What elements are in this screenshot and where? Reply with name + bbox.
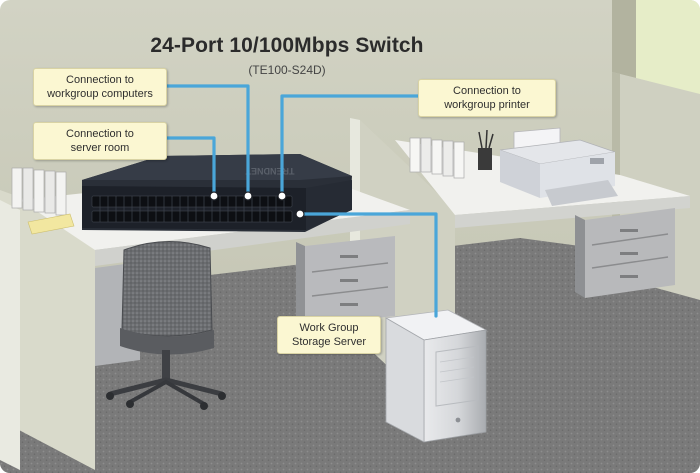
cable-workgroup-computers xyxy=(164,84,250,198)
diagram-title: 24-Port 10/100Mbps Switch xyxy=(150,34,424,57)
callout-line: workgroup printer xyxy=(444,99,530,111)
callout-line: Connection to xyxy=(66,128,134,140)
callout-line: server room xyxy=(70,142,130,154)
printer-icon xyxy=(499,127,618,206)
callout-storage-server: Work Group Storage Server xyxy=(277,316,381,354)
tower-server-icon xyxy=(384,309,488,443)
binders-icon xyxy=(11,167,75,235)
callout-workgroup-printer: Connection to workgroup printer xyxy=(418,79,556,117)
port-dot-server-room xyxy=(209,191,219,201)
connection-cables xyxy=(164,84,438,318)
callout-line: Connection to xyxy=(66,74,134,86)
callout-server-room: Connection to server room xyxy=(33,122,167,160)
callout-line: Storage Server xyxy=(292,336,366,348)
callout-line: workgroup computers xyxy=(47,88,153,100)
callout-line: Connection to xyxy=(453,85,521,97)
pen-cup-icon xyxy=(478,129,494,170)
callout-line: Work Group xyxy=(299,322,359,334)
cable-workgroup-printer xyxy=(280,94,420,198)
port-dot-workgroup-printer xyxy=(277,191,287,201)
port-dot-storage-server xyxy=(295,209,305,219)
port-dot-workgroup-computers xyxy=(243,191,253,201)
office-chair-icon xyxy=(106,241,226,410)
window-panel xyxy=(636,0,700,95)
switch-brand-label: TRENDNET xyxy=(245,166,295,176)
binders-icon xyxy=(409,137,465,179)
file-cabinet-icon xyxy=(296,236,395,326)
callout-workgroup-computers: Connection to workgroup computers xyxy=(33,68,167,106)
file-cabinet-icon xyxy=(575,208,675,298)
port-connectors xyxy=(209,191,305,219)
diagram-model: (TE100-S24D) xyxy=(248,63,326,77)
cable-storage-server xyxy=(298,212,438,318)
left-partition xyxy=(0,190,95,470)
cable-server-room xyxy=(164,136,216,198)
